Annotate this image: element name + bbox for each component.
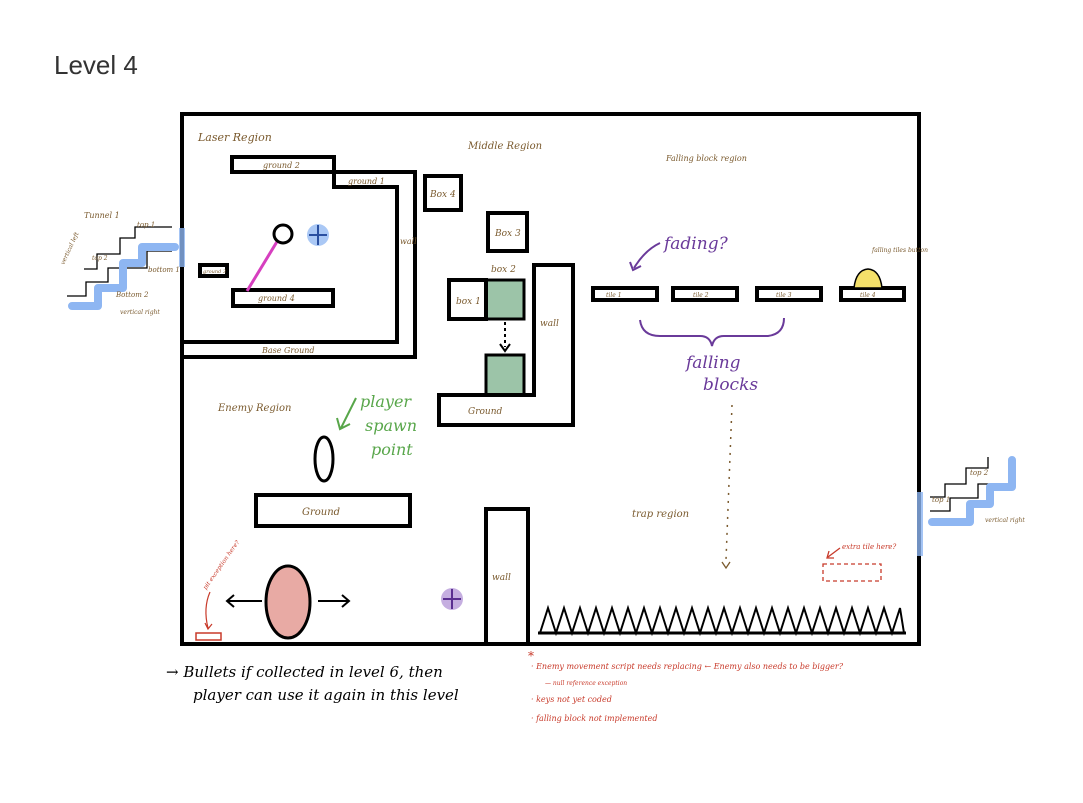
extra-tile-arrow: [826, 547, 841, 559]
todo-star: *: [528, 649, 534, 663]
falling-dotted-line: [725, 404, 733, 561]
todo-item-1-sub: — null reference exception: [545, 680, 627, 687]
box-1-label: box 1: [456, 297, 481, 307]
player-spawn-arrow: [336, 397, 357, 431]
box-2-label: box 2: [491, 265, 516, 275]
falling-blocks-brace: [639, 317, 785, 347]
box-2-drop-arrowhead: [499, 343, 511, 353]
tile-2-label: tile 2: [693, 292, 709, 299]
enemy: [264, 564, 312, 640]
ground-3-label: ground 3: [203, 269, 226, 275]
box-4: [423, 174, 463, 212]
bottom-wall: [484, 507, 530, 646]
fading-note: fading?: [662, 234, 729, 254]
extra-tile-placeholder: [822, 563, 882, 582]
ground-1-wall-outline: [180, 170, 417, 359]
todo-item-1: · Enemy movement script needs replacing …: [531, 662, 844, 671]
falling-region-label: Falling block region: [665, 154, 747, 163]
laser-beam: [245, 239, 280, 292]
box-1: [447, 278, 488, 321]
pit-exception-tile: [195, 632, 222, 641]
todo-item-2: · keys not yet coded: [531, 695, 612, 704]
ground-3-platform: [198, 263, 229, 278]
player-spawn-note-3: point: [371, 440, 413, 459]
falling-blocks-note-2: blocks: [703, 375, 758, 395]
tunnel-1-path-highlight: [68, 243, 179, 310]
tile-3-label: tile 3: [776, 292, 792, 299]
tunnel-2-vertical-right: vertical right: [985, 517, 1025, 524]
player-spawn-note-2: spawn: [365, 416, 417, 435]
ground-2-label: ground 2: [263, 161, 300, 170]
enemy-ground-label: Ground: [302, 507, 340, 518]
tile-2: [671, 286, 739, 302]
ground-4-label: ground 4: [258, 294, 295, 303]
enemy-left-arrow: [225, 594, 262, 608]
enemy-region-label: Enemy Region: [217, 403, 291, 414]
ground-4-platform: [231, 288, 335, 308]
pit-exception-arrow: [204, 591, 213, 631]
tunnel-1-title: Tunnel 1: [84, 211, 120, 220]
trap-region-label: trap region: [632, 509, 689, 520]
ground-1-label: ground 1: [348, 177, 385, 186]
player-spawn-point: [313, 435, 335, 483]
middle-wall-label: wall: [540, 319, 559, 329]
tunnel-2-stairs-lower: [930, 483, 1003, 512]
tunnel-1-stairs-lower: [67, 250, 172, 297]
level-border: [180, 112, 921, 646]
falling-tiles-button-label: falling tiles button: [871, 247, 928, 254]
ground-2-platform: [230, 155, 336, 174]
tunnel-1-top2: top 2: [92, 255, 108, 262]
box-3: [486, 211, 529, 253]
base-ground-label: Base Ground: [261, 346, 315, 355]
tile-3: [755, 286, 823, 302]
tunnel-2-stairs-upper: [930, 457, 989, 498]
box-2: [484, 278, 526, 321]
tile-4-label: tile 4: [860, 292, 876, 299]
tunnel-1-bottom1: bottom 1: [148, 266, 180, 274]
tunnel-1-vertical-right: vertical right: [120, 309, 160, 316]
tunnel-2-top2: top 2: [970, 469, 989, 477]
tunnel-2-path-highlight: [928, 456, 1016, 526]
box-3-label: Box 3: [494, 229, 521, 239]
middle-wall-ground: [437, 263, 575, 427]
bottom-wall-label: wall: [492, 573, 511, 583]
enemy-plus-icon: [443, 589, 461, 609]
falling-blocks-note-1: falling: [684, 353, 741, 373]
enemy-right-arrow: [318, 594, 351, 608]
middle-ground-label: Ground: [468, 407, 503, 417]
player-spawn-note-1: player: [360, 392, 412, 411]
tunnel-2-top1: top 1: [932, 496, 950, 504]
extra-tile-note: extra tile here?: [842, 543, 896, 551]
box-2-landed: [484, 353, 526, 397]
falling-dotted-arrowhead: [721, 561, 731, 570]
pit-exception-note: pit exception here?: [202, 539, 242, 592]
tile-1-label: tile 1: [606, 292, 622, 299]
todo-item-3: · falling block not implemented: [531, 714, 658, 723]
spike-trap: [539, 604, 905, 637]
middle-region-label: Middle Region: [467, 141, 542, 152]
tunnel-1-top1: top 1: [137, 221, 155, 229]
enemy-ground-platform: [254, 493, 412, 528]
laser-region-label: Laser Region: [197, 131, 272, 144]
tunnel-1-bottom2: Bottom 2: [115, 291, 149, 299]
bullets-note-line-1: → Bullets if collected in level 6, then: [166, 663, 443, 681]
fading-arrow: [629, 242, 661, 272]
box-4-label: Box 4: [429, 190, 456, 200]
tunnel-1-stairs-upper: [84, 226, 172, 270]
falling-tiles-button-icon: [853, 268, 883, 289]
tile-1: [591, 286, 659, 302]
laser-wall-label: wall: [400, 237, 417, 246]
page-title: Level 4: [54, 50, 138, 80]
tunnel-1-vertical-left: vertical left: [59, 231, 80, 266]
bullets-note-line-2: player can use it again in this level: [193, 686, 459, 704]
laser-emitter: [272, 223, 294, 245]
laser-plus-icon: [309, 225, 327, 245]
